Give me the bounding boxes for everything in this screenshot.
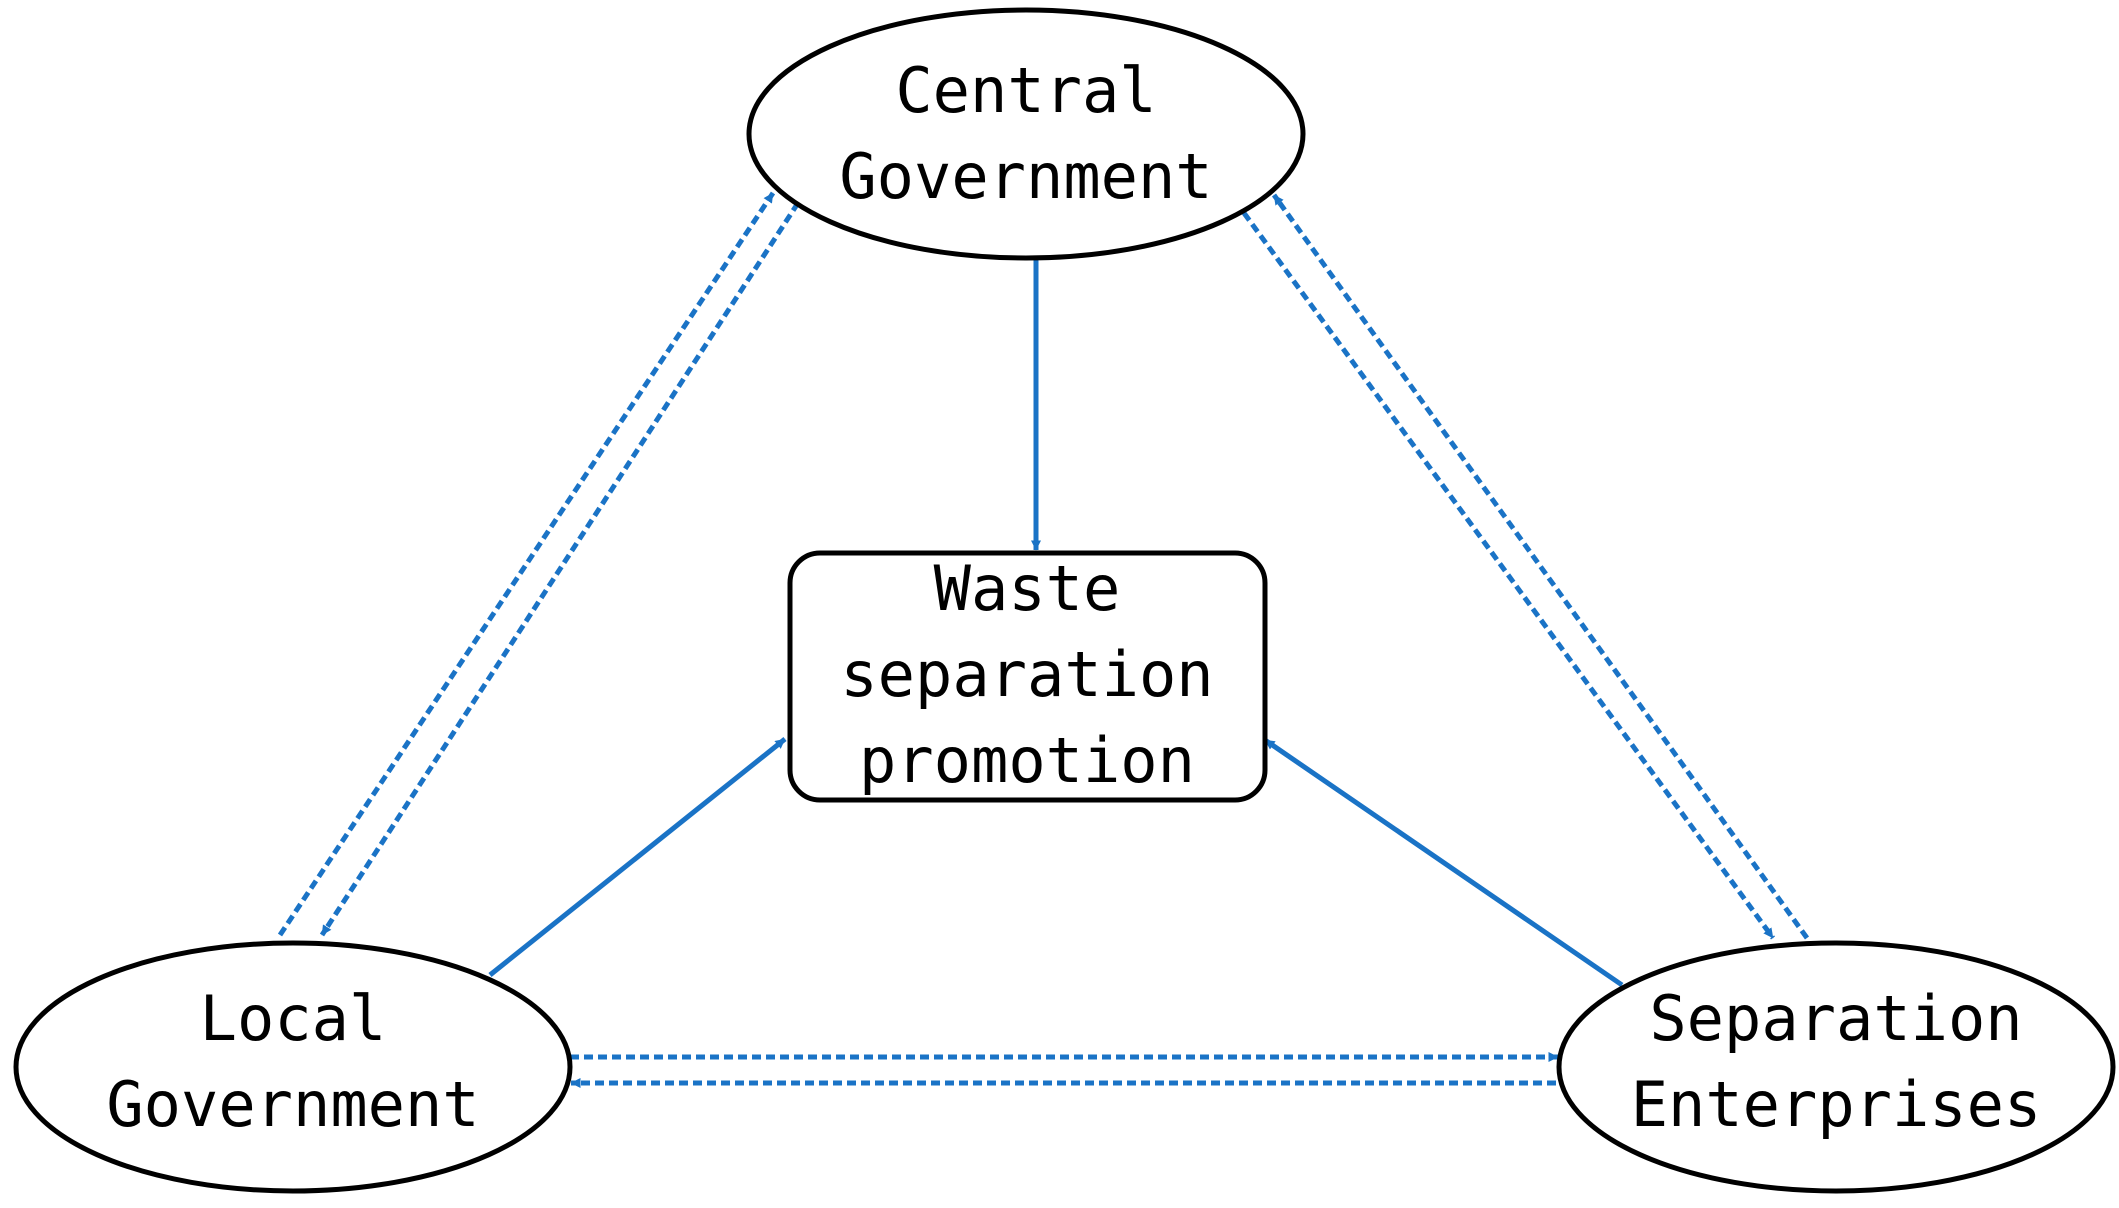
edge-local-to-central [277,191,776,937]
local-government-ellipse [13,940,573,1194]
node-local-government: Local Government [13,940,573,1194]
central-government-label-line-1: Central [895,54,1156,127]
central-government-ellipse [746,7,1306,261]
waste-separation-label-line-3: promotion [859,724,1195,797]
separation-enterprises-ellipse [1556,940,2116,1194]
separation-enterprises-label-line-1: Separation [1649,982,2022,1055]
edge-enterprises-to-waste [1263,737,1624,988]
edge-enterprises-to-central [1271,193,1810,940]
node-central-government: Central Government [746,7,1306,261]
separation-enterprises-label-line-2: Enterprises [1631,1068,2042,1141]
central-government-label-line-2: Government [839,140,1212,213]
waste-separation-label-line-1: Waste [934,552,1121,625]
nodes-layer: Central Government Waste separation prom… [13,7,2116,1194]
edge-central-to-local [319,201,801,937]
waste-separation-box [787,550,1268,803]
local-government-label-line-2: Government [106,1068,479,1141]
node-waste-separation-promotion: Waste separation promotion [787,550,1268,803]
local-government-label-line-1: Local [200,982,387,1055]
node-separation-enterprises: Separation Enterprises [1556,940,2116,1194]
edges-layer [277,191,1810,1088]
edge-central-to-enterprises [1241,211,1776,940]
waste-separation-label-line-2: separation [840,638,1213,711]
edge-local-to-waste [488,737,787,977]
